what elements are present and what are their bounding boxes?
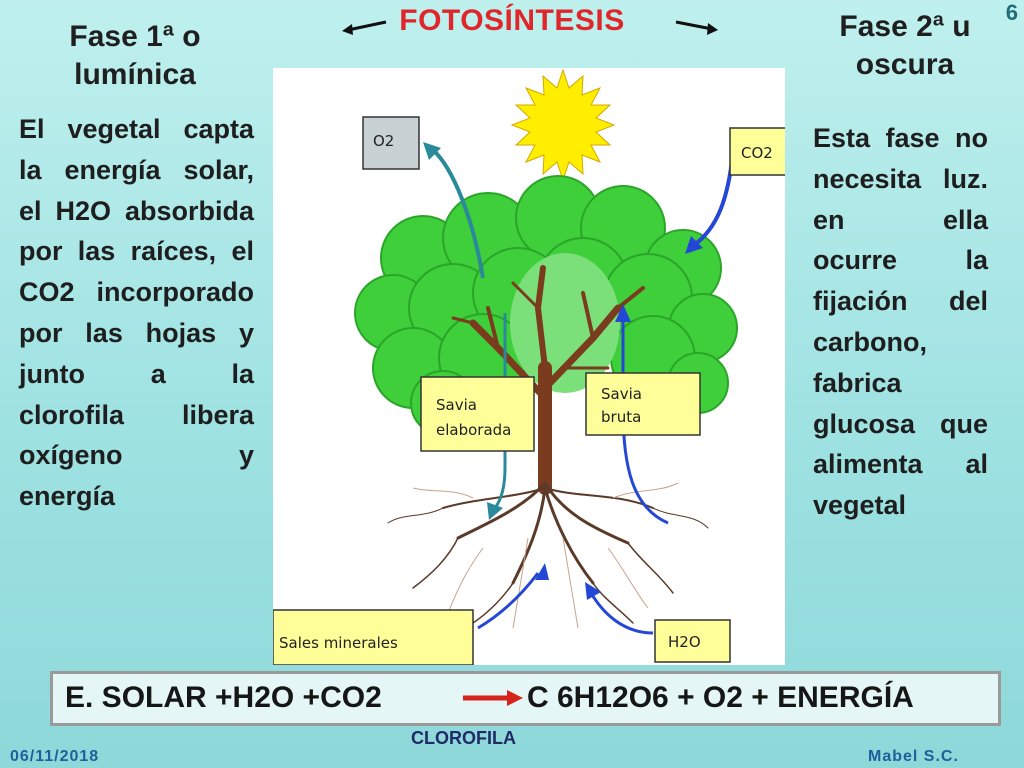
phase2-line: en ella [813, 204, 988, 235]
phase2-line: alimenta al [813, 449, 988, 480]
phase2-title: Fase 2ª u oscura [800, 8, 1010, 84]
savia-bruta-label-2: bruta [601, 408, 641, 426]
footer-author: Mabel S.C. [868, 748, 959, 765]
h2o-label: H2O [668, 633, 701, 651]
page-title: FOTOSÍNTESIS [399, 4, 625, 37]
h2o-label-box: H2O [654, 619, 731, 663]
savia-bruta-label-1: Savia [601, 385, 642, 403]
fine-roots [412, 482, 679, 629]
phase2-line: ocurre la [813, 245, 988, 276]
phase1-line: junto a la [19, 358, 254, 389]
phase1-line: el H2O absorbida [19, 195, 254, 226]
phase1-line: la energía solar, [19, 154, 254, 185]
phase2-line: vegetal [813, 490, 907, 521]
savia-elaborada-box: Savia elaborada [420, 376, 535, 452]
savia-elaborada-label-1: Savia [436, 396, 477, 414]
phase1-line: energía [19, 481, 116, 512]
co2-label-box: CO2 [729, 127, 787, 176]
catalyst-label: CLOROFILA [411, 728, 516, 748]
co2-arrow-icon [685, 152, 735, 254]
phase1-line: por las raíces, el [19, 236, 254, 267]
tree-roots [387, 481, 709, 624]
sun-icon [510, 68, 616, 182]
equation-box: E. SOLAR +H2O +CO2 C 6H12O6 + O2 + ENERG… [50, 671, 1001, 726]
tree-illustration: O2 CO2 Savia elaborada Savia bruta Sales… [272, 68, 787, 666]
phase2-title-line1: Fase 2ª u [839, 10, 971, 43]
equation-reactants: E. SOLAR +H2O +CO2 [65, 681, 382, 714]
right-arrow-icon [675, 20, 718, 35]
savia-bruta-box: Savia bruta [585, 372, 701, 436]
phase1-title-line1: Fase 1ª o [69, 20, 201, 53]
o2-arrow-icon [423, 142, 485, 279]
phase2-line: fabrica [813, 367, 902, 398]
phase1-line: clorofila libera [19, 399, 254, 430]
co2-label: CO2 [741, 144, 773, 162]
phase2-title-line2: oscura [855, 48, 955, 81]
h2o-arrow-icon [585, 582, 654, 635]
savia-elaborada-label-2: elaborada [436, 421, 511, 439]
phase1-line: CO2 incorporado [19, 277, 254, 308]
phase1-line: oxígeno y [19, 440, 254, 471]
o2-label: O2 [373, 132, 394, 150]
savia-elaborada-arrow-icon [487, 313, 507, 520]
sales-minerales-box: Sales minerales [272, 609, 474, 666]
sales-minerales-arrow-icon [477, 563, 549, 630]
equation-products: C 6H12O6 + O2 + ENERGÍA [527, 681, 914, 714]
phase2-line: glucosa que [813, 408, 988, 439]
phase1-line: El vegetal capta [19, 114, 254, 144]
phase1-title-line2: lumínica [74, 58, 196, 91]
phase2-line: necesita luz. [813, 163, 988, 194]
phase1-title: Fase 1ª o lumínica [20, 18, 250, 94]
photosynthesis-diagram: O2 CO2 Savia elaborada Savia bruta Sales… [272, 68, 787, 666]
phase2-line: carbono, [813, 326, 928, 357]
phase2-line: fijación del [813, 286, 988, 317]
phase2-description: Esta fase no necesita luz. en ella ocurr… [813, 118, 988, 526]
footer-date: 06/11/2018 [10, 748, 100, 765]
o2-label-box: O2 [362, 116, 420, 170]
phase1-line: por las hojas y [19, 317, 254, 348]
phase1-description: El vegetal capta la energía solar, el H2… [19, 109, 254, 517]
phase2-line: Esta fase no [813, 123, 988, 153]
left-arrow-icon [342, 20, 387, 35]
reaction-arrow-icon [463, 690, 523, 706]
slide-number: 6 [1005, 0, 1018, 25]
sales-minerales-label: Sales minerales [279, 634, 398, 652]
